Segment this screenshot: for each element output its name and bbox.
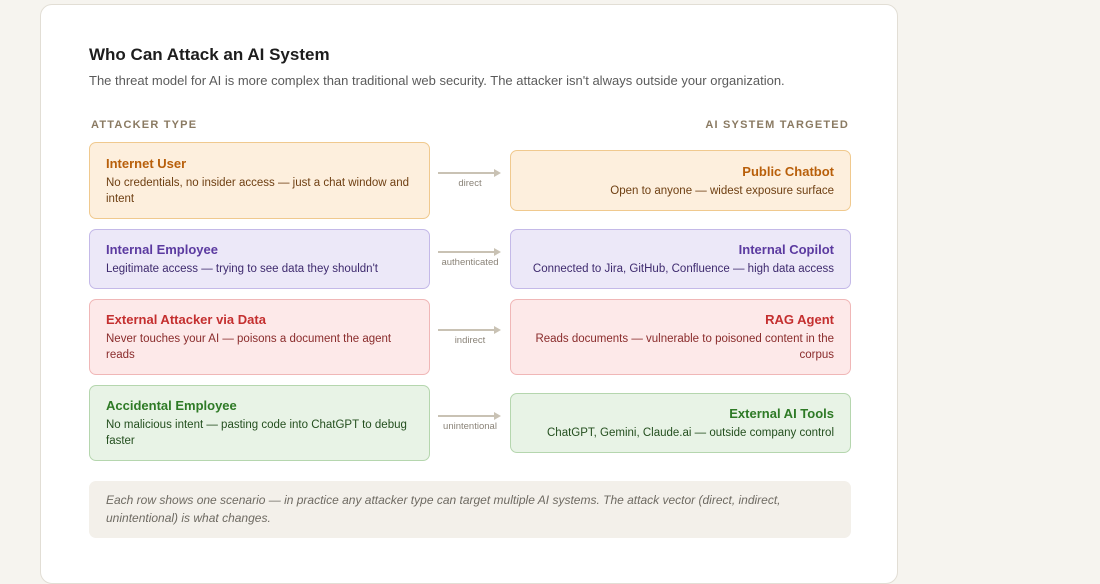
target-desc: Connected to Jira, GitHub, Confluence — … [532, 263, 834, 275]
page-title: Who Can Attack an AI System [89, 45, 330, 64]
target-external-ai-tools: External AI Tools ChatGPT, Gemini, Claud… [510, 393, 851, 453]
attacker-desc: Legitimate access — trying to see data t… [106, 263, 378, 275]
target-desc: Open to anyone — widest exposure surface [610, 185, 834, 197]
attacker-name: Accidental Employee [106, 398, 237, 413]
target-desc: ChatGPT, Gemini, Claude.ai — outside com… [547, 427, 834, 439]
target-name: Internal Copilot [738, 242, 834, 257]
attacker-desc: No credentials, no insider access — just… [106, 177, 409, 205]
arrow-indirect: indirect [436, 326, 504, 348]
vector-label: direct [458, 178, 482, 189]
attacker-desc: Never touches your AI — poisons a docume… [106, 333, 392, 361]
footnote: Each row shows one scenario — in practic… [89, 481, 851, 538]
target-rag-agent: RAG Agent Reads documents — vulnerable t… [510, 299, 851, 375]
target-desc: Reads documents — vulnerable to poisoned… [535, 333, 834, 361]
vector-label: unintentional [443, 421, 497, 432]
attacker-internal-employee: Internal Employee Legitimate access — tr… [89, 229, 430, 289]
attacker-external-via-data: External Attacker via Data Never touches… [89, 299, 430, 375]
arrow-unintentional: unintentional [436, 412, 504, 434]
attacker-name: Internet User [106, 156, 187, 171]
attacker-desc: No malicious intent — pasting code into … [106, 419, 407, 447]
attacker-internet-user: Internet User No credentials, no insider… [89, 142, 430, 219]
vector-label: authenticated [441, 257, 499, 268]
target-internal-copilot: Internal Copilot Connected to Jira, GitH… [510, 229, 851, 289]
column-header-ai-system-targeted: AI SYSTEM TARGETED [705, 119, 849, 131]
target-name: External AI Tools [729, 406, 834, 421]
attacker-name: External Attacker via Data [106, 312, 266, 327]
arrow-authenticated: authenticated [436, 248, 504, 270]
page-subtitle: The threat model for AI is more complex … [89, 73, 785, 88]
arrow-direct: direct [436, 169, 504, 191]
attacker-name: Internal Employee [106, 242, 218, 257]
target-name: RAG Agent [765, 312, 834, 327]
attacker-accidental-employee: Accidental Employee No malicious intent … [89, 385, 430, 461]
vector-label: indirect [454, 335, 486, 346]
target-name: Public Chatbot [742, 164, 834, 179]
column-header-attacker-type: ATTACKER TYPE [91, 119, 198, 131]
target-public-chatbot: Public Chatbot Open to anyone — widest e… [510, 150, 851, 211]
